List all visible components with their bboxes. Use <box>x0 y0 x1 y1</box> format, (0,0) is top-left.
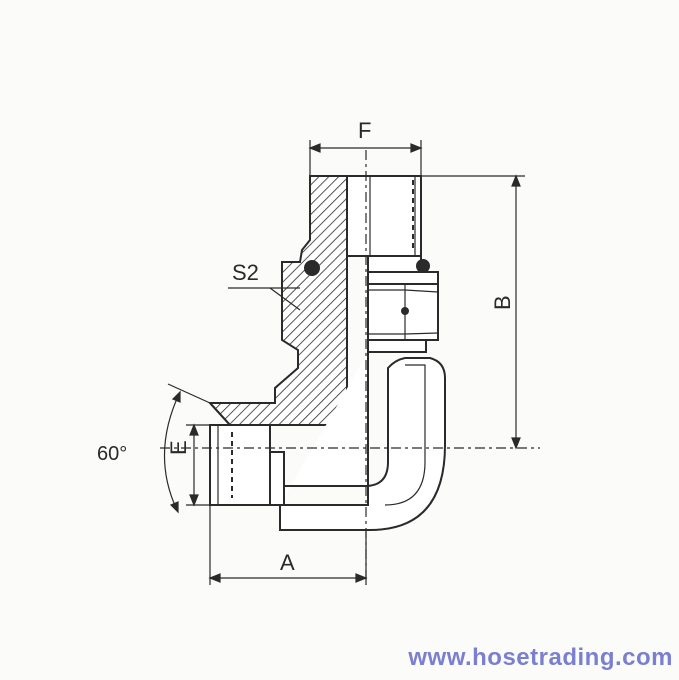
arm-thread <box>209 424 271 506</box>
label-b: B <box>490 295 515 310</box>
nut-base <box>367 339 427 353</box>
dimensions <box>163 140 525 585</box>
label-e: E <box>166 440 191 455</box>
label-angle: 60° <box>97 443 127 465</box>
arm-shoulder <box>269 451 285 506</box>
nut-dot <box>401 307 409 315</box>
dim-s2-leader-2 <box>269 287 301 311</box>
centre-lines <box>160 150 540 585</box>
o-ring-left <box>304 260 320 276</box>
o-ring-right <box>416 259 430 273</box>
angle-arrow-top <box>171 390 181 403</box>
watermark-url: www.hosetrading.com <box>408 644 673 671</box>
angle-ext-top <box>167 383 211 404</box>
label-f: F <box>358 118 371 143</box>
neck <box>367 255 422 273</box>
elbow-inner <box>384 364 426 506</box>
dim-a-arrow-right <box>355 573 368 583</box>
angle-arrow-bottom <box>169 501 179 514</box>
dim-e-arrow-top <box>189 423 199 436</box>
dim-f-arrow-right <box>410 143 423 153</box>
dim-a-arrow-left <box>208 573 221 583</box>
dim-f-arrow-left <box>308 143 321 153</box>
label-s2: S2 <box>232 260 259 285</box>
angle-arc <box>163 391 181 513</box>
dim-e-arrow-bottom <box>189 494 199 507</box>
elbow-bend <box>279 352 446 531</box>
dim-b-arrow-bottom <box>511 437 521 450</box>
seal-ring <box>367 271 439 285</box>
arm-cone <box>209 402 231 426</box>
fitting-body <box>207 175 446 531</box>
label-a: A <box>280 550 295 575</box>
hatched-section <box>207 175 348 426</box>
dim-b-arrow-top <box>511 174 521 187</box>
stem-thread <box>346 175 422 257</box>
